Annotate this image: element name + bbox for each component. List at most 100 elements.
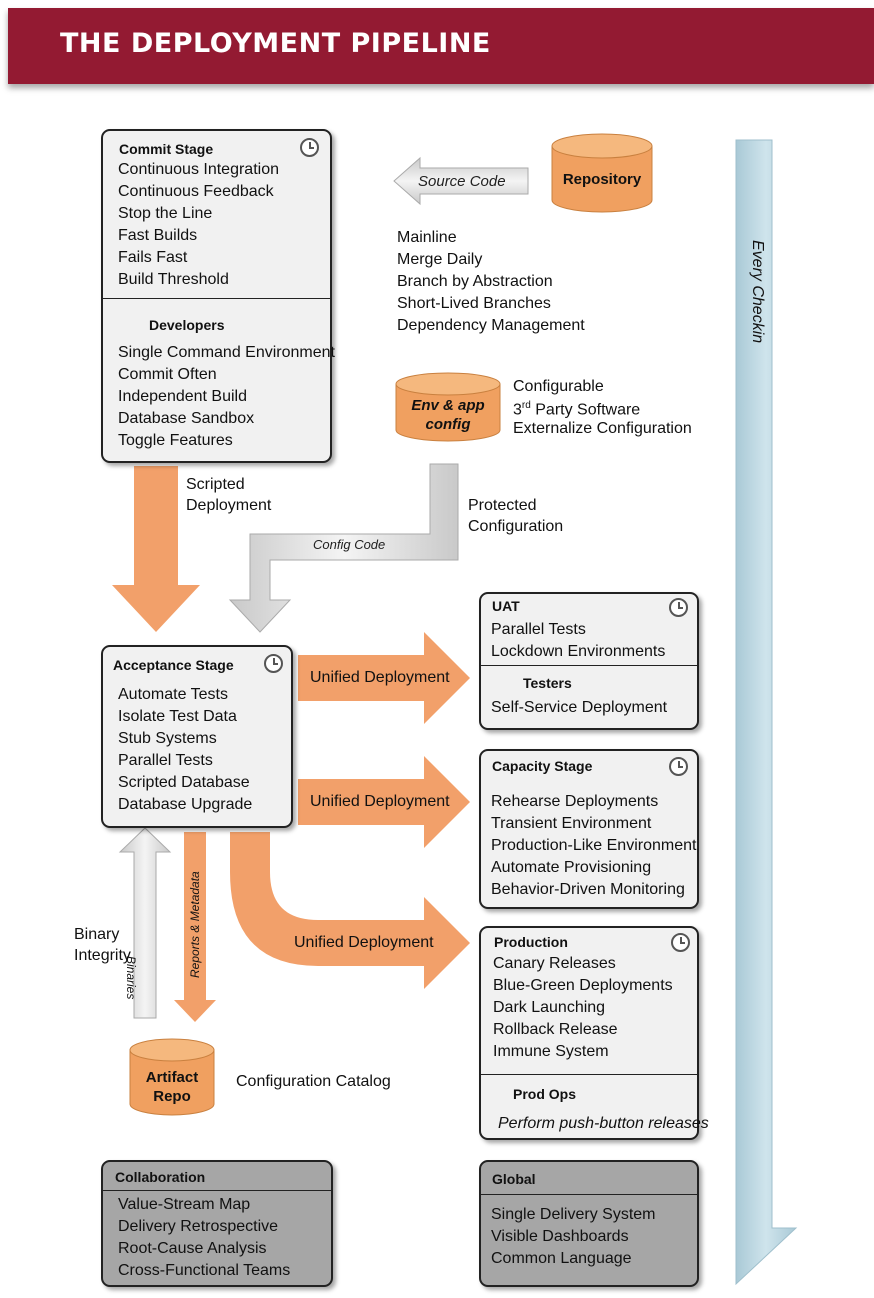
list-item: Cross-Functional Teams <box>118 1262 291 1279</box>
source-code-arrow <box>393 156 529 206</box>
scripted-deployment-arrow <box>112 466 200 632</box>
env-config-cylinder <box>395 372 501 442</box>
repository-practice: Dependency Management <box>397 317 585 334</box>
list-item: Isolate Test Data <box>118 708 237 725</box>
config-code-arrow <box>228 463 459 633</box>
developers-title: Developers <box>149 317 225 333</box>
binaries-label: Binaries <box>124 956 138 1000</box>
reports-metadata-arrow <box>174 832 216 1022</box>
list-item: Stop the Line <box>118 205 213 222</box>
global-box: Global Single Delivery System Visible Da… <box>479 1160 699 1287</box>
list-item: Parallel Tests <box>491 621 586 638</box>
repository-practice: Mainline <box>397 229 457 246</box>
divider <box>481 1074 697 1075</box>
list-item: Rollback Release <box>493 1021 618 1038</box>
list-item: Database Upgrade <box>118 796 253 813</box>
unified-deployment-label-3: Unified Deployment <box>294 934 434 951</box>
clock-icon <box>264 654 283 673</box>
every-checkin-label: Every Checkin <box>749 240 766 344</box>
repository-label: Repository <box>562 171 642 188</box>
capacity-stage-title: Capacity Stage <box>492 758 593 774</box>
list-item: Production-Like Environment <box>491 837 697 854</box>
acceptance-stage-title: Acceptance Stage <box>113 657 234 673</box>
list-item: Automate Provisioning <box>491 859 652 876</box>
capacity-stage-box: Capacity Stage Rehearse Deployments Tran… <box>479 749 699 909</box>
uat-box: UAT Parallel Tests Lockdown Environments… <box>479 592 699 730</box>
scripted-deployment-label: Scripted Deployment <box>186 476 272 514</box>
list-item: Fails Fast <box>118 249 188 266</box>
list-item: Visible Dashboards <box>491 1228 629 1245</box>
list-item: Dark Launching <box>493 999 606 1016</box>
source-code-label: Source Code <box>418 173 506 190</box>
protected-configuration-label: Protected Configuration <box>468 497 564 535</box>
acceptance-stage-items: Automate Tests Isolate Test Data Stub Sy… <box>118 684 252 816</box>
global-title: Global <box>492 1171 536 1187</box>
list-item: Single Command Environment <box>118 344 335 361</box>
artifact-repo-cylinder <box>129 1038 215 1116</box>
env-config-notes: Configurable 3rd Party Software External… <box>513 378 692 438</box>
unified-deployment-label-2: Unified Deployment <box>310 793 450 810</box>
binaries-arrow <box>118 827 172 1019</box>
repository-practice: Merge Daily <box>397 251 483 268</box>
uat-items: Parallel Tests Lockdown Environments <box>491 619 665 663</box>
list-item: Fast Builds <box>118 227 198 244</box>
divider <box>103 1190 331 1191</box>
unified-deployment-arrow-1 <box>298 632 470 724</box>
binary-integrity-label: Binary Integrity <box>74 926 131 964</box>
list-item: Value-Stream Map <box>118 1196 251 1213</box>
list-item: Continuous Integration <box>118 161 279 178</box>
list-item: Continuous Feedback <box>118 183 274 200</box>
list-item: Build Threshold <box>118 271 229 288</box>
divider <box>481 1194 697 1195</box>
collaboration-title: Collaboration <box>115 1169 206 1185</box>
prod-ops-title: Prod Ops <box>513 1086 577 1102</box>
commit-stage-title: Commit Stage <box>119 141 214 157</box>
list-item: Parallel Tests <box>118 752 213 769</box>
list-item: Root-Cause Analysis <box>118 1240 267 1257</box>
unified-deployment-label-1: Unified Deployment <box>310 669 450 686</box>
clock-icon <box>671 933 690 952</box>
list-item: Single Delivery System <box>491 1206 656 1223</box>
clock-icon <box>669 757 688 776</box>
testers-items: Self-Service Deployment <box>491 697 667 719</box>
list-item: Stub Systems <box>118 730 217 747</box>
list-item: Common Language <box>491 1250 632 1267</box>
production-title: Production <box>494 934 568 950</box>
list-item: Toggle Features <box>118 432 233 449</box>
artifact-repo-label: Artifact Repo <box>145 1069 199 1105</box>
list-item: Canary Releases <box>493 955 616 972</box>
header-bar: THE DEPLOYMENT PIPELINE <box>8 8 874 84</box>
uat-title: UAT <box>492 598 520 614</box>
page-title: THE DEPLOYMENT PIPELINE <box>60 28 491 59</box>
list-item: Database Sandbox <box>118 410 255 427</box>
collaboration-items: Value-Stream Map Delivery Retrospective … <box>118 1194 290 1282</box>
list-item: Commit Often <box>118 366 217 383</box>
list-item: Self-Service Deployment <box>491 699 668 716</box>
list-item: Lockdown Environments <box>491 643 666 660</box>
clock-icon <box>669 598 688 617</box>
production-box: Production Canary Releases Blue-Green De… <box>479 926 709 1140</box>
list-item: Delivery Retrospective <box>118 1218 279 1235</box>
list-item: Independent Build <box>118 388 247 405</box>
commit-stage-box: Commit Stage Continuous Integration Cont… <box>101 129 335 463</box>
repository-cylinder <box>551 133 653 213</box>
production-items: Canary Releases Blue-Green Deployments D… <box>493 953 673 1063</box>
list-item: Transient Environment <box>491 815 652 832</box>
clock-icon <box>300 138 319 157</box>
capacity-stage-items: Rehearse Deployments Transient Environme… <box>491 791 696 901</box>
repository-practice: Short-Lived Branches <box>397 295 551 312</box>
env-config-label: Env & app config <box>411 397 485 433</box>
list-item: Automate Tests <box>118 686 228 703</box>
divider <box>103 298 330 299</box>
config-code-label: Config Code <box>313 537 386 552</box>
repository-practices: Mainline Merge Daily Branch by Abstracti… <box>397 227 585 337</box>
list-item: Blue-Green Deployments <box>493 977 673 994</box>
developers-items: Single Command Environment Commit Often … <box>118 342 335 452</box>
list-item: Immune System <box>493 1043 609 1060</box>
list-item: Behavior-Driven Monitoring <box>491 881 685 898</box>
reports-metadata-label: Reports & Metadata <box>188 871 202 978</box>
collaboration-box: Collaboration Value-Stream Map Delivery … <box>101 1160 333 1287</box>
prod-ops-note: Perform push-button releases <box>498 1115 709 1132</box>
list-item: Scripted Database <box>118 774 250 791</box>
commit-stage-items: Continuous Integration Continuous Feedba… <box>118 159 279 291</box>
